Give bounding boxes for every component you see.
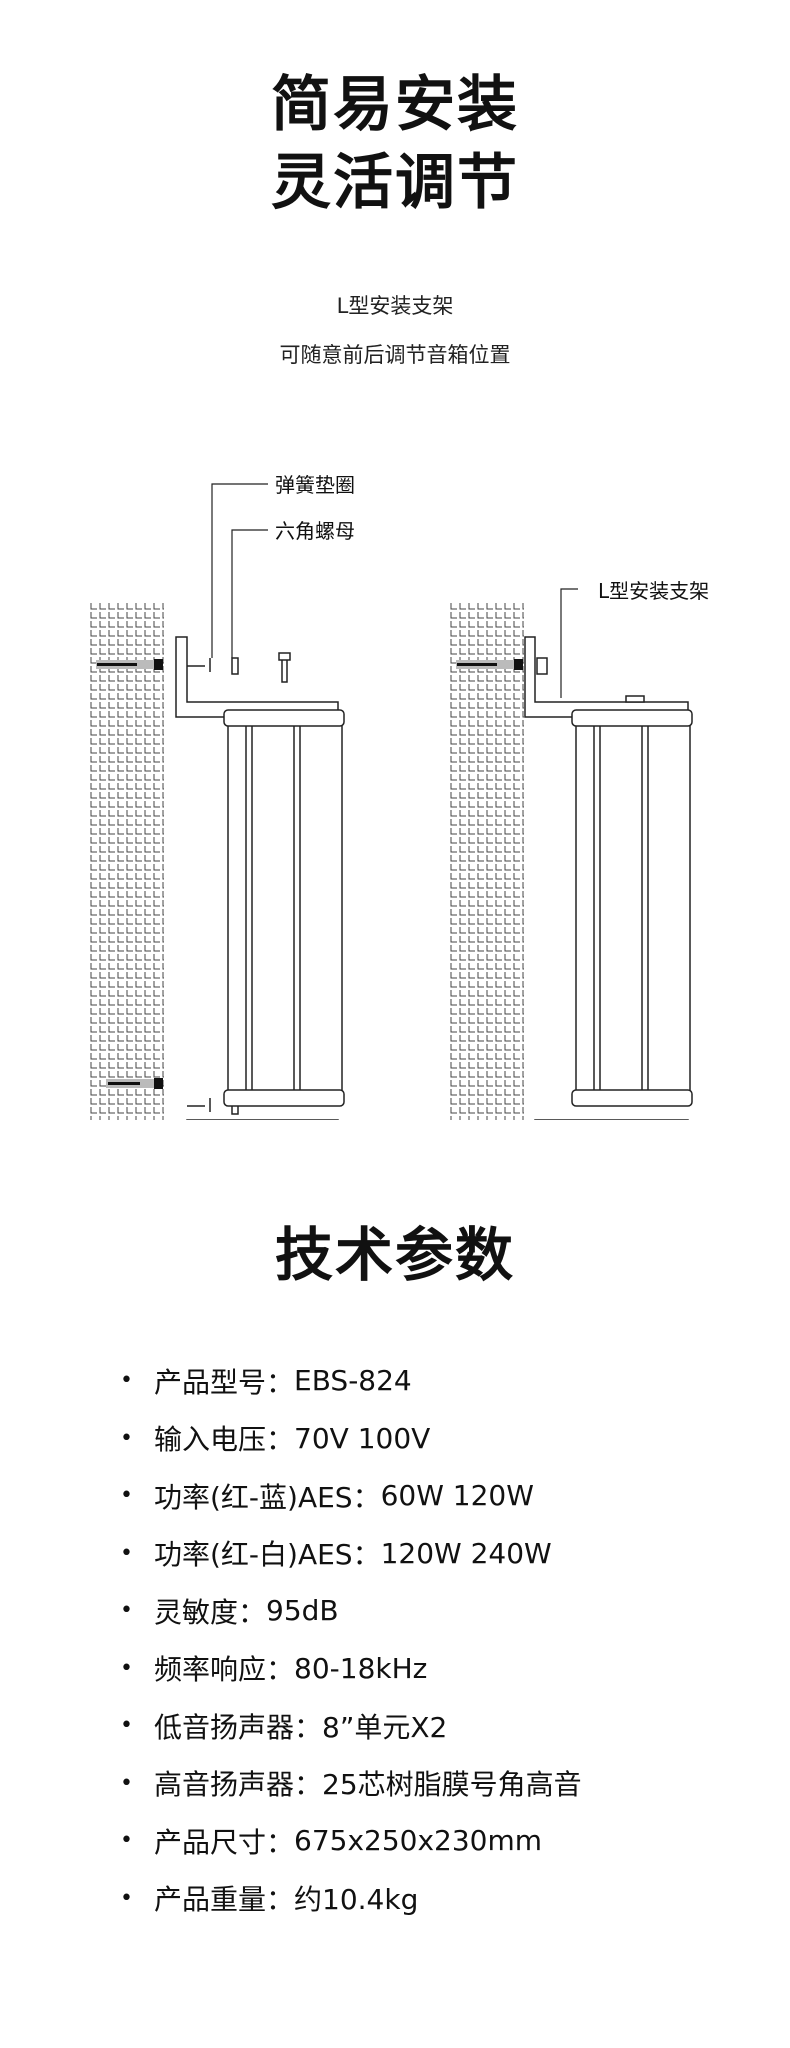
left-wall [90, 602, 164, 1120]
spec-value: 80-18kHz [294, 1651, 428, 1685]
spec-label: 输入电压： [154, 1423, 295, 1457]
right-callout [560, 588, 578, 698]
left-bracket [175, 636, 339, 1120]
right-wall [450, 602, 524, 1120]
spec-item: • 功率(红-白)AES：120W 240W [120, 1525, 582, 1583]
right-bracket [524, 636, 689, 1120]
spec-label: 产品重量： [154, 1883, 295, 1917]
spec-label: 功率(红-蓝)AES： [154, 1480, 381, 1514]
spec-label: 产品型号： [154, 1365, 295, 1399]
left-callouts [211, 483, 268, 658]
spec-item: • 高音扬声器：25芯树脂膜号角高音 [120, 1755, 582, 1813]
spec-list: •产品型号：EBS-824•输入电压：70V 100V•功率(红-蓝)AES：6… [120, 1352, 582, 1927]
bullet: • [120, 1828, 133, 1854]
spec-item: • 灵敏度：95dB [120, 1582, 582, 1640]
spec-label: 高音扬声器： [154, 1768, 323, 1802]
bullet: • [120, 1598, 133, 1624]
spec-item: • 低音扬声器：8”单元X2 [120, 1697, 582, 1755]
spec-item: • 产品型号：EBS-824 [120, 1352, 582, 1410]
intro-line-2: 可随意前后调节音箱位置 [279, 343, 511, 367]
right-speaker [571, 709, 693, 1107]
bullet: • [120, 1483, 133, 1509]
label-hex-nut: 六角螺母 [275, 519, 355, 543]
installation-diagram: 弹簧垫圈 六角螺母 L型安装支架 [90, 473, 709, 1120]
spec-label: 频率响应： [154, 1653, 295, 1687]
spec-label: 灵敏度： [154, 1595, 267, 1629]
intro-line-1: L型安装支架 [336, 294, 454, 318]
spec-value: 约10.4kg [294, 1883, 419, 1917]
spec-label: 产品尺寸： [154, 1825, 295, 1859]
spec-value: 25芯树脂膜号角高音 [322, 1768, 582, 1802]
bullet: • [120, 1540, 133, 1566]
spec-value: EBS-824 [294, 1364, 412, 1398]
bullet: • [120, 1368, 133, 1394]
spec-label: 低音扬声器： [154, 1710, 323, 1744]
spec-value: 60W 120W [380, 1479, 534, 1513]
title-line-1: 简易安装 [271, 70, 519, 140]
label-bracket: L型安装支架 [598, 579, 709, 603]
title-line-2: 灵活调节 [271, 148, 519, 218]
specs-title: 技术参数 [274, 1221, 515, 1289]
bullet: • [120, 1425, 133, 1451]
spec-value: 120W 240W [380, 1536, 552, 1570]
spec-value: 675x250x230mm [294, 1824, 543, 1858]
spec-item: • 输入电压：70V 100V [120, 1410, 582, 1468]
left-speaker [223, 709, 345, 1107]
spec-item: • 产品重量：约10.4kg [120, 1870, 582, 1928]
bullet: • [120, 1713, 133, 1739]
spec-value: 8”单元X2 [322, 1710, 448, 1744]
bullet: • [120, 1885, 133, 1911]
spec-item: • 频率响应：80-18kHz [120, 1640, 582, 1698]
spec-label: 功率(红-白)AES： [154, 1538, 381, 1572]
spec-item: • 功率(红-蓝)AES：60W 120W [120, 1467, 582, 1525]
bullet: • [120, 1655, 133, 1681]
spec-value: 70V 100V [294, 1421, 431, 1455]
bullet: • [120, 1770, 133, 1796]
spec-value: 95dB [266, 1594, 339, 1628]
spec-item: • 产品尺寸：675x250x230mm [120, 1812, 582, 1870]
label-spring-washer: 弹簧垫圈 [275, 473, 355, 497]
